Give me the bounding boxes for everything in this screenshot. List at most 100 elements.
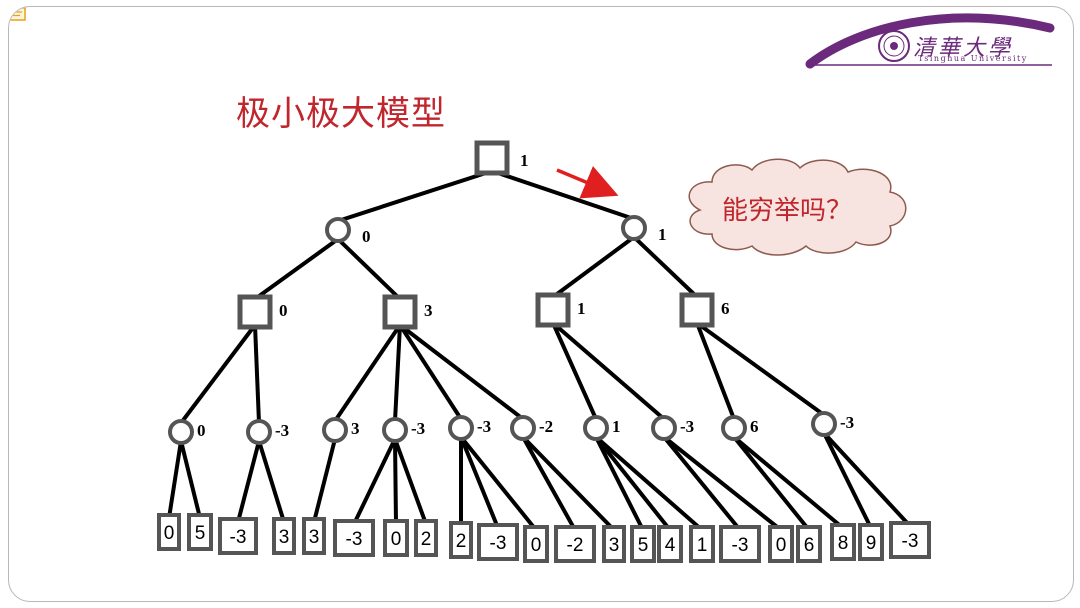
leaf-value-15: 1 (697, 535, 708, 556)
leaf-box-15 (689, 525, 715, 563)
leaf-box-11 (554, 525, 596, 563)
leaf-value-14: 4 (665, 535, 676, 556)
leaf-value-19: 8 (838, 533, 849, 554)
min-node-l3-1 (246, 419, 272, 445)
leaf-value-10: 0 (531, 535, 542, 556)
edge-l3-leaf-9 (459, 436, 500, 529)
min-node-l3-8 (721, 415, 747, 441)
min-value-label-l3-7: -3 (680, 417, 694, 436)
edge-l1-l2-2 (551, 235, 636, 299)
edge-l3-leaf-18 (732, 435, 811, 532)
edge-l2-l3-5 (398, 323, 525, 421)
leaf-box-5 (333, 519, 375, 557)
leaf-box-1 (187, 513, 213, 551)
leaf-box-9 (477, 523, 519, 561)
leaf-value-6: 0 (391, 529, 402, 550)
leaf-box-16 (719, 525, 761, 563)
edge-l2-l3-4 (398, 323, 463, 421)
edge-l3-leaf-12 (521, 435, 616, 532)
min-value-label-l3-0: 0 (197, 421, 206, 440)
edge-l3-leaf-0 (167, 440, 183, 519)
logo-chinese-name: 清華大學 (913, 36, 1014, 61)
leaf-box-19 (830, 523, 856, 561)
min-value-label-l3-6: 1 (612, 417, 621, 436)
leaf-value-17: 0 (776, 535, 787, 556)
min-node-l3-7 (651, 415, 677, 441)
leaf-value-0: 0 (164, 523, 175, 544)
leaf-box-10 (523, 525, 549, 563)
edge-l2-l3-9 (695, 321, 826, 417)
min-node-l3-6 (583, 415, 609, 441)
leaf-box-3 (272, 517, 296, 555)
min-node-l3-2 (322, 417, 348, 443)
edge-l3-leaf-6 (393, 438, 398, 525)
min-value-label-l3-2: 3 (351, 419, 360, 438)
edge-l2-l3-1 (253, 324, 261, 424)
max-node-l2-0 (237, 294, 273, 330)
leaf-value-5: -3 (346, 529, 363, 550)
university-logo (805, 13, 1055, 69)
leaf-value-13: 5 (638, 535, 649, 556)
leaf-box-6 (383, 519, 409, 557)
leaf-value-9: -3 (490, 533, 507, 554)
min-node-l3-4 (448, 415, 474, 441)
leaf-box-18 (796, 525, 822, 563)
edge-l3-leaf-11 (521, 436, 577, 531)
min-value-label-l3-4: -3 (477, 417, 491, 436)
leaf-box-12 (602, 525, 626, 563)
edge-l1-l2-3 (632, 235, 699, 299)
edge-l3-leaf-2 (236, 440, 261, 523)
edge-l2-l3-7 (551, 321, 666, 421)
edge-l3-leaf-17 (662, 435, 783, 532)
leaf-value-12: 3 (609, 535, 620, 556)
min-value-label-l3-1: -3 (275, 421, 289, 440)
leaf-box-4 (302, 517, 326, 555)
leaf-value-7: 2 (421, 529, 432, 550)
leaf-box-8 (449, 521, 473, 559)
max-node-l2-3 (679, 292, 715, 328)
max-value-label-l2-3: 6 (721, 299, 730, 318)
min-value-label-l3-3: -3 (411, 419, 425, 438)
edge-l3-leaf-7 (393, 438, 428, 525)
edge-l2-l3-0 (179, 323, 257, 425)
min-node-l3-5 (510, 415, 536, 441)
edge-l3-leaf-15 (594, 435, 704, 532)
leaf-box-17 (768, 525, 794, 563)
max-node-l2-2 (535, 292, 571, 328)
leaf-box-20 (858, 523, 884, 561)
cloud-question: 能穷举吗？ (722, 196, 853, 226)
min-node-l3-3 (382, 417, 408, 443)
root-value-label: 1 (520, 151, 529, 170)
slide-title: 极小极大模型 (236, 94, 446, 134)
leaf-box-2 (218, 517, 258, 555)
max-value-label-l2-1: 3 (424, 301, 433, 320)
leaf-box-21 (889, 521, 931, 559)
leaf-value-21: -3 (902, 531, 919, 552)
edge-l2-l3-3 (393, 324, 402, 422)
max-value-label-l2-0: 0 (279, 301, 288, 320)
edge-l3-leaf-13 (594, 436, 645, 531)
edge-l3-leaf-16 (662, 435, 742, 532)
edge-l1-l2-1 (336, 237, 402, 301)
leaf-value-16: -3 (732, 535, 749, 556)
edge-l3-leaf-19 (732, 435, 845, 530)
edge-l3-leaf-1 (179, 440, 202, 519)
leaf-box-13 (630, 525, 656, 563)
max-node-l2-1 (382, 294, 418, 330)
leaf-value-18: 6 (804, 535, 815, 556)
min-node-l1-0 (325, 217, 351, 243)
leaf-value-4: 3 (309, 527, 320, 548)
leaf-box-14 (657, 525, 683, 563)
edge-l3-leaf-3 (257, 440, 286, 523)
min-value-label-l1-1: 1 (658, 225, 667, 244)
leaf-value-1: 5 (195, 523, 206, 544)
edge-l2-l3-6 (551, 322, 598, 420)
slide-corner-icon (9, 7, 26, 21)
min-node-l3-9 (811, 411, 837, 437)
min-value-label-l3-5: -2 (539, 417, 553, 436)
edge-l3-leaf-20 (822, 432, 873, 529)
edge-root-l1-1 (491, 169, 635, 221)
leaf-value-20: 9 (866, 533, 877, 554)
edge-root-l1-0 (337, 169, 493, 223)
